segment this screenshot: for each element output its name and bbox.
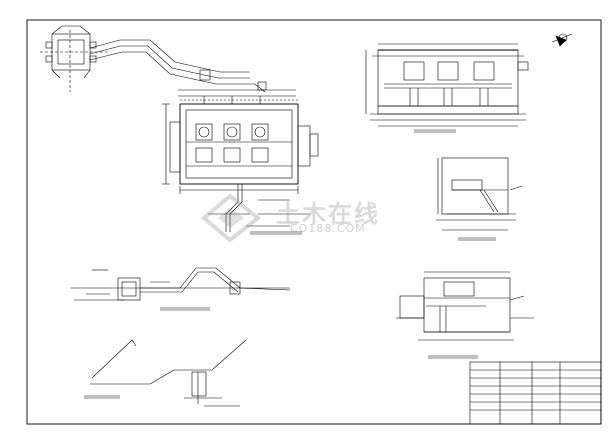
- section-1-1: [365, 43, 529, 133]
- section-2-2: [436, 157, 523, 241]
- pipe-isometric-detail: [84, 339, 247, 407]
- title-block: [469, 361, 602, 425]
- plan-view: [40, 25, 319, 235]
- section-4-4: [70, 267, 291, 311]
- section-3-3: [396, 271, 534, 359]
- drawing-frame: [26, 19, 602, 425]
- north-arrow-icon: [551, 33, 573, 47]
